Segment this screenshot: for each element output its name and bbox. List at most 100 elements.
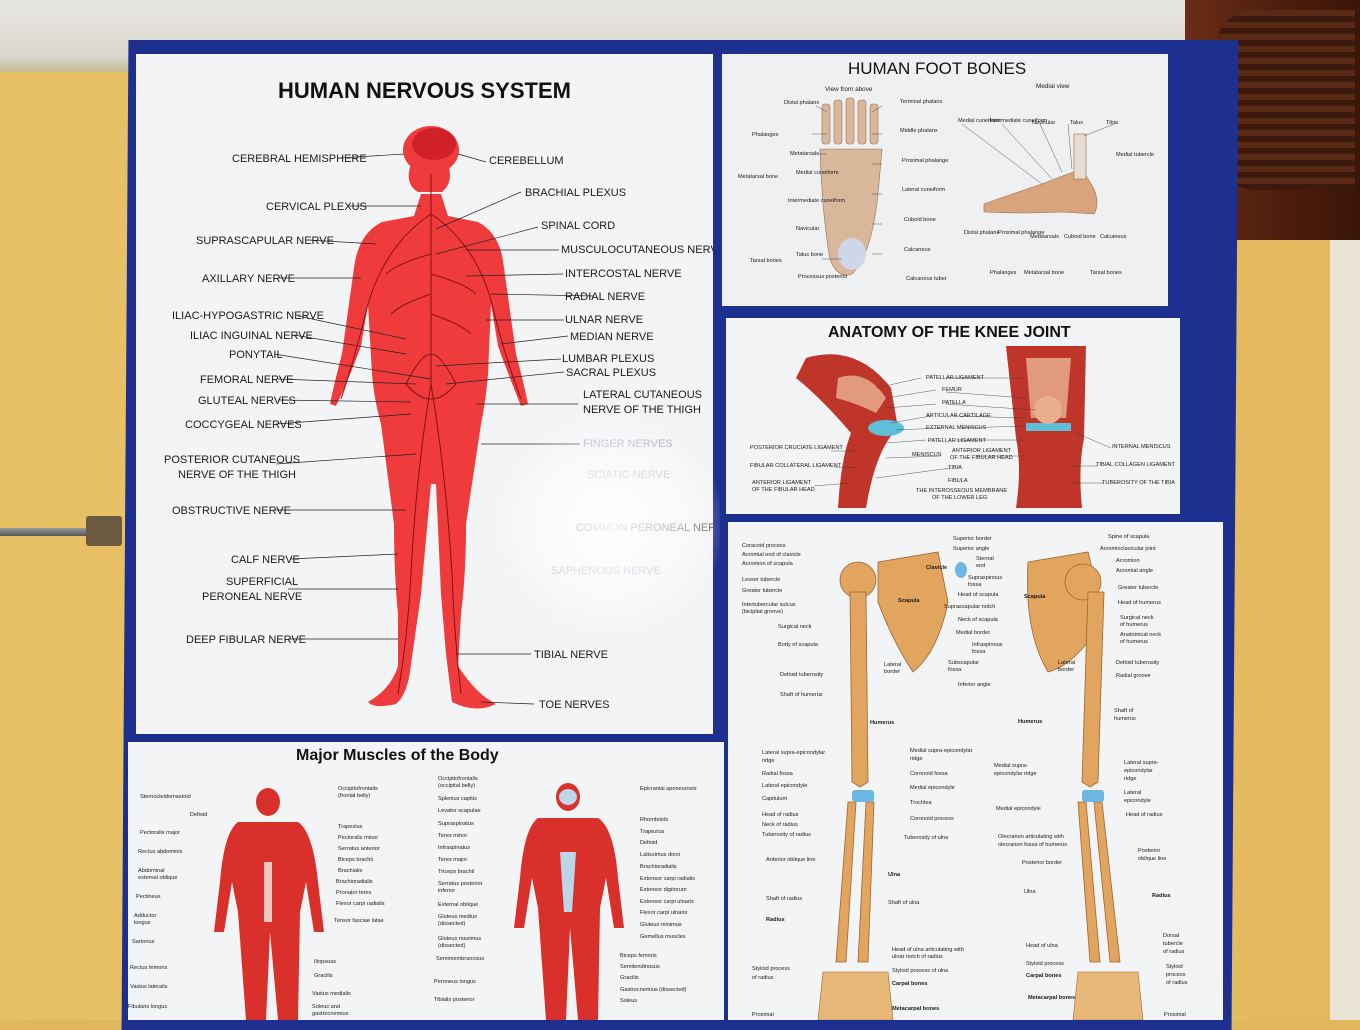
foot-label: Distal phalanx [784,100,820,106]
arm-label: fossa [972,649,986,655]
arm-label: Head of humerus [1118,600,1161,606]
label-tibial-nerve: TIBIAL NERVE [534,649,608,661]
label-saphenous-nerve: SAPHENOUS NERVE [551,565,661,577]
side-wall [1330,240,1360,1020]
arm-label: of radius [1163,949,1185,955]
arm-label: Medial supra-epicondylar [910,748,973,754]
arm-label: Capitulum [762,796,788,802]
label-toe-nerves: TOE NERVES [539,699,610,711]
muscle-label: Iliopsoas [314,959,337,965]
nerve-paths [340,174,522,695]
arm-label: fossa [968,582,982,588]
arm-label: Acromion of scapula [742,561,793,567]
knee-label: POSTERIOR CRUCIATE LIGAMENT [750,445,843,451]
knee-label: MENISCUS [912,452,942,458]
arm-label: fossa [948,667,962,673]
muscle-label: Extensor carpi ulnaris [640,899,694,905]
label-brachial-plexus: BRACHIAL PLEXUS [525,187,627,199]
foot-label: Metatarsals [1030,234,1059,240]
muscle-label: inferior [438,888,456,894]
muscle-label: Biceps brachii [338,857,373,863]
knee-title: ANATOMY OF THE KNEE JOINT [828,324,1071,341]
arm-label: Scapula [1024,594,1046,600]
arm-label: Acromial end of clavicle [742,552,801,558]
arm-label: ridge [762,758,775,764]
arm-label: Intertubercular sulcus [742,602,796,608]
arm-label: Lateral [884,662,902,668]
foot-label: Lateral cuneiform [902,187,946,193]
foot-label: Phalanges [990,270,1017,276]
muscle-label: External oblique [438,902,479,908]
foot-label: Talus [1070,120,1084,126]
arm-label: Inferior angle [958,682,991,688]
arm-label: (bicipital groove) [742,609,784,615]
muscle-label: Abdominal [138,868,165,874]
knee-label: INTERNAL MENISCUS [1112,444,1171,450]
label-superficial: SUPERFICIAL [226,576,299,588]
knee-label: FIBULAR COLLATERAL LIGAMENT [750,463,842,469]
body-silhouette [330,126,528,709]
knee-label: TIBIAL COLLAGEN LIGAMENT [1096,462,1176,468]
label-posterior-cutaneous: POSTERIOR CUTANEOUS [164,454,301,466]
label-axillary-nerve: AXILLARY NERVE [202,273,295,285]
foot-label: Talus bone [796,252,824,258]
muscle-label: Gluteus medius [438,914,477,920]
arm-label: Proximal [752,1012,774,1018]
muscle-label: Epicranial aponeurosis [640,786,697,792]
arm-label: of radius [1166,980,1188,986]
muscle-label: Deltoid [190,812,208,818]
arm-label: Medial supra- [994,763,1028,769]
foot-label: Intermediate cuneiform [788,198,846,204]
arm-label: Sternal [976,556,994,562]
knee-label: PATELLAR LIGAMENT [928,438,986,444]
foot-label: Medial cuneiform [796,170,839,176]
foot-label: Metatarsal bone [1024,270,1065,276]
foot-label: Tarsal bones [750,258,782,264]
foot-label: Metatarsals [790,151,819,157]
arm-label: Coracoid process [742,543,786,549]
foot-label: Proximal phalange [902,158,949,164]
arm-label: Deltoid tuberosity [780,672,824,678]
arm-label: Acromioclavicular joint [1100,546,1156,552]
label-lateral-cutaneous: LATERAL CUTANEOUS [583,389,702,401]
knee-label: TIBIA [948,465,962,471]
arm-label: Spine of scapula [1108,534,1150,540]
knee-label: OF THE FIBULAR HEAD [752,487,815,493]
arm-label: Shaft of [1114,708,1134,714]
muscle-label: Triceps brachii [438,869,475,875]
arm-label: Lesser tubercle [742,577,781,583]
foot-label: Navicular [796,226,820,232]
muscle-label: Occipitofrontalis [338,786,378,792]
foot-label: Phalanges [752,132,779,138]
muscle-label: Pronator teres [336,890,372,896]
muscle-label: Tensor fasciae latae [334,918,384,924]
arm-label: Deltoid tuberosity [1116,660,1160,666]
label-cervical-plexus: CERVICAL PLEXUS [266,201,367,213]
arm-label: Styloid process [1026,961,1064,967]
arm-label: epicondylar ridge [994,771,1037,777]
foot-label: Distal phalanx [964,230,1000,236]
muscle-label: Gracilis [314,973,333,979]
arm-label: Acromion [1116,558,1140,564]
muscles-panel: Major Muscles of the Body Sternocleidoma… [128,742,724,1020]
label-sciatic-nerve: SCIATIC NERVE [587,469,671,481]
foot-label: Metatarsal bone [738,174,779,180]
muscle-label: Gracilis [620,975,639,981]
arm-label: Coronoid process [910,816,954,822]
muscle-label: Flexor carpi ulnaris [640,910,688,916]
label-nerve-of-the-thigh-left: NERVE OF THE THIGH [178,469,296,481]
arm-label: Trochlea [910,800,932,806]
label-calf-nerve: CALF NERVE [231,554,300,566]
arm-label: of humerus [1120,639,1148,645]
arm-label: Humerus [870,720,895,726]
knee-label: ANTERIOR LIGAMENT [752,480,812,486]
arm-label: humerus [1114,716,1136,722]
foot-label: Intermediate cuneiform [990,118,1048,124]
label-iliac-hypogastric-nerve: ILIAC-HYPOGASTRIC NERVE [172,310,324,322]
arm-label: epicondylar [1124,768,1153,774]
arm-label: Surgical neck [1120,615,1154,621]
foot-label: Processus posterior [798,274,848,280]
arm-label: Posterior [1138,848,1161,854]
muscle-label: Gastrocnemius (dissected) [620,987,687,993]
foot-label: Medial tubercle [1116,152,1154,158]
